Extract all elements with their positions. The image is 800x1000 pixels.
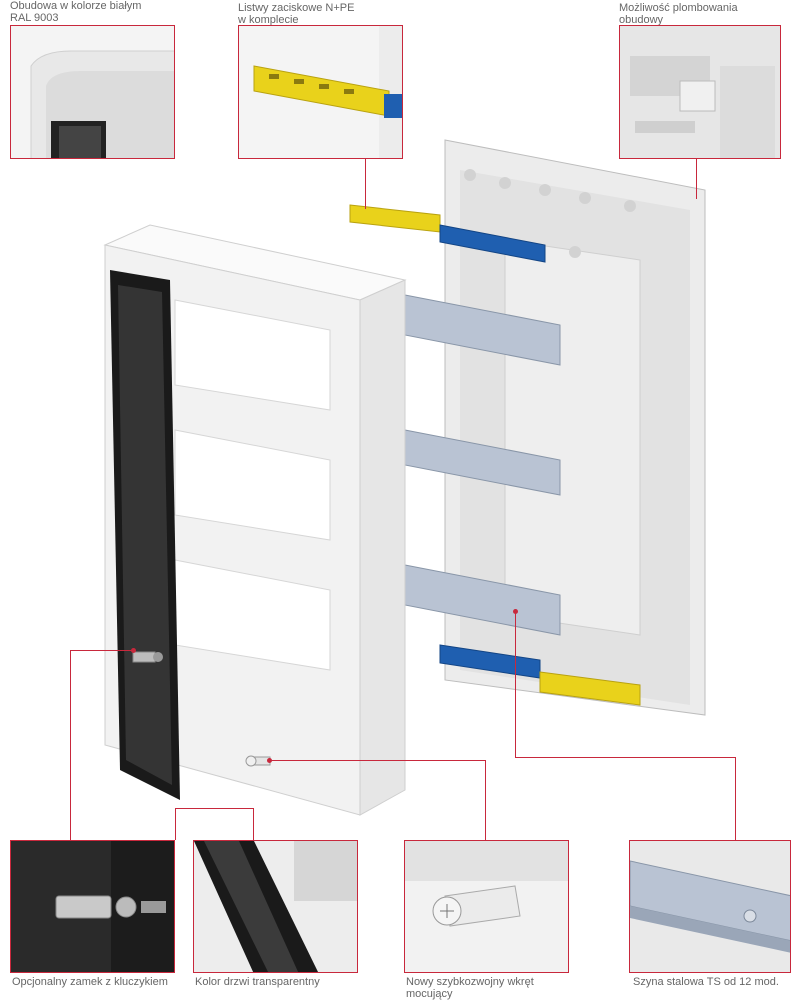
caption-lock: Opcjonalny zamek z kluczykiem xyxy=(12,976,168,988)
pe-terminal-bar-bottom xyxy=(539,671,641,706)
transparent-door xyxy=(110,270,180,800)
housing-corner-detail xyxy=(30,50,174,158)
leader-rail-vertical xyxy=(515,612,516,758)
pe-terminal-bar-top xyxy=(349,204,441,233)
detail-screw-frame xyxy=(404,840,569,973)
leader-screw-horizontal xyxy=(270,760,485,761)
detail-terminals-frame xyxy=(238,25,403,159)
key-lock-icon xyxy=(132,651,163,663)
din-rails xyxy=(404,294,561,636)
leader-screw-dot xyxy=(267,758,272,763)
rail-detail xyxy=(630,841,790,972)
leader-lock-horizontal xyxy=(70,650,134,651)
caption-terminals: Listwy zaciskowe N+PE w komplecie xyxy=(238,2,355,26)
caption-sealing: Możliwość plombowania obudowy xyxy=(619,2,738,26)
caption-rail: Szyna stalowa TS od 12 mod. xyxy=(633,976,779,988)
leader-terminals-vertical xyxy=(365,159,366,209)
screw-icon xyxy=(245,755,271,767)
leader-screw-vertical xyxy=(485,760,486,840)
detail-sealing-frame xyxy=(619,25,781,159)
caption-door: Kolor drzwi transparentny xyxy=(195,976,320,988)
leader-lock-dot xyxy=(131,648,136,653)
leader-door-right xyxy=(253,808,254,840)
lock-detail xyxy=(11,841,174,972)
leader-sealing-vertical xyxy=(696,159,697,199)
detail-door-frame xyxy=(193,840,358,973)
leader-rail-dot xyxy=(513,609,518,614)
leader-lock-vertical xyxy=(70,650,71,840)
caption-screw: Nowy szybkozwojny wkręt mocujący xyxy=(406,976,534,1000)
back-plate xyxy=(444,139,706,716)
sealing-detail xyxy=(620,26,780,158)
neutral-terminal-bar-top xyxy=(439,224,546,263)
caption-housing: Obudowa w kolorze białym RAL 9003 xyxy=(10,0,142,24)
leader-door-vertical xyxy=(175,808,176,840)
screw-detail xyxy=(405,841,568,972)
terminal-bar-detail xyxy=(253,26,402,158)
detail-lock-frame xyxy=(10,840,175,973)
detail-rail-frame xyxy=(629,840,791,973)
leader-rail-horizontal xyxy=(515,757,735,758)
leader-rail-right xyxy=(735,757,736,840)
door-edge-detail xyxy=(194,841,357,972)
leader-door-horizontal xyxy=(175,808,253,809)
detail-housing-frame xyxy=(10,25,175,159)
